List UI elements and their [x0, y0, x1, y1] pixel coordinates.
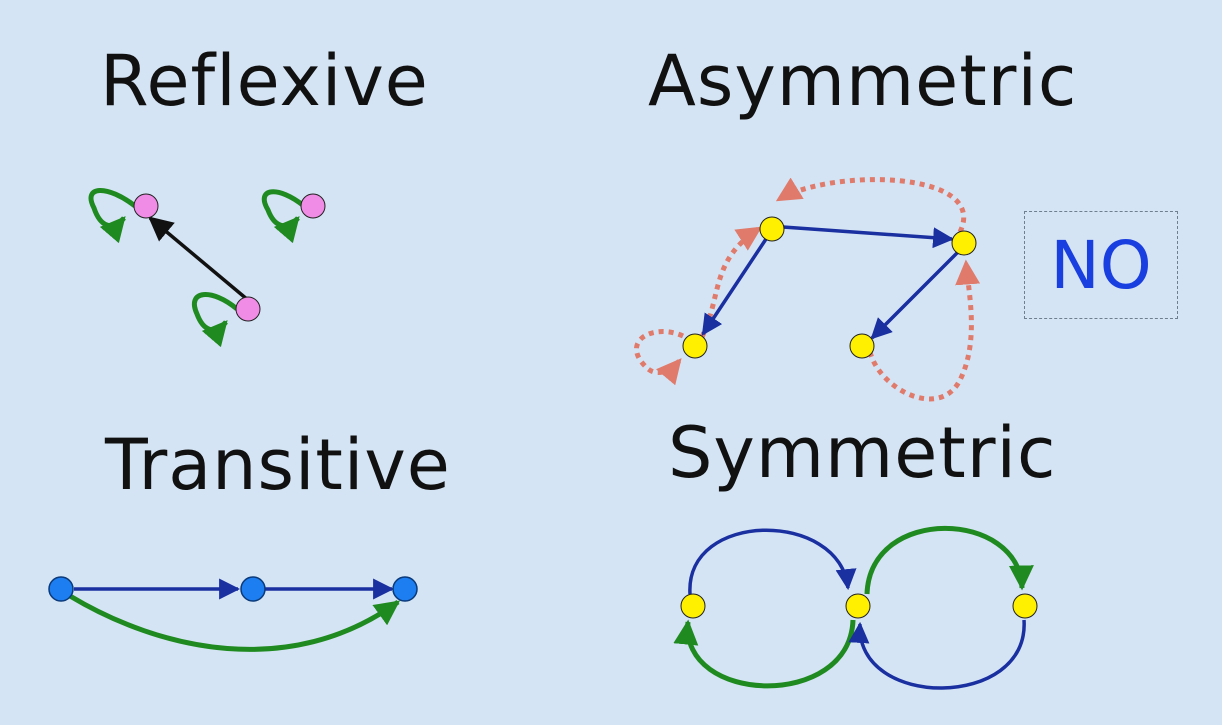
asymmetric-node — [759, 216, 785, 242]
symmetric-edge — [688, 528, 857, 595]
reflexive-node — [300, 193, 326, 219]
asymmetric-node — [951, 230, 977, 256]
symmetric-node — [845, 593, 871, 619]
asymmetric-edge — [782, 225, 955, 249]
self-loop-3 — [192, 292, 239, 348]
symmetric-diagram — [673, 525, 1038, 690]
symmetric-title: Symmetric — [668, 412, 1057, 494]
symmetric-node — [1012, 593, 1038, 619]
asymmetric-edge — [701, 235, 770, 336]
dotted-edge — [775, 177, 966, 234]
transitive-title: Transitive — [105, 424, 451, 506]
transitive-diagram — [48, 576, 418, 652]
dotted-edge — [867, 259, 981, 402]
reflexive-title: Reflexive — [100, 40, 429, 122]
asymmetric-diagram — [634, 177, 981, 402]
transitive-closure-edge — [68, 593, 401, 652]
transitive-node — [240, 576, 266, 602]
asymmetric-edge — [870, 250, 960, 340]
asymmetric-answer-box: NO — [1024, 211, 1178, 319]
symmetric-edge — [864, 525, 1034, 595]
transitive-node — [48, 576, 74, 602]
asymmetric-title: Asymmetric — [648, 40, 1078, 122]
symmetric-edge — [673, 619, 856, 689]
dotted-loop — [634, 329, 685, 386]
asymmetric-node — [849, 333, 875, 359]
reflexive-node — [235, 296, 261, 322]
asymmetric-answer-text: NO — [1050, 226, 1152, 304]
reflexive-edge — [148, 216, 250, 302]
asymmetric-node — [682, 333, 708, 359]
reflexive-diagram — [88, 188, 326, 348]
symmetric-node — [680, 593, 706, 619]
self-loop-2 — [261, 189, 306, 244]
symmetric-edge — [848, 619, 1026, 690]
transitive-node — [392, 576, 418, 602]
reflexive-node — [133, 193, 159, 219]
self-loop-1 — [88, 188, 137, 244]
